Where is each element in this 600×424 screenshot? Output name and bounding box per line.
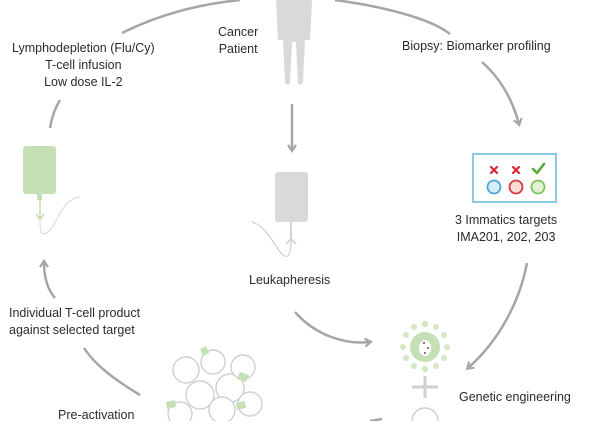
target-circle-ima203 [530,179,546,195]
infusion-line-1: Lymphodepletion (Flu/Cy) [12,41,155,55]
infusion-label: Lymphodepletion (Flu/Cy) T-cell infusion… [12,40,155,91]
arrow-targets-to-engineering [465,262,529,370]
activated-cell-cluster-icon [166,346,263,421]
arrow-biopsy-to-targets [481,61,523,127]
biopsy-label: Biopsy: Biomarker profiling [402,38,551,55]
patient-line-2: Patient [218,42,258,56]
viral-vector-icon [400,320,450,373]
t-cell-icon [411,407,439,421]
tcell-product-line-1: Individual T-cell product [9,306,141,320]
target-circle-ima201 [486,179,502,195]
biopsy-line-1: Biopsy: Biomarker profiling [402,39,551,53]
tcell-product-label: Individual T-cell product against select… [9,305,141,339]
leukapheresis-line-1: Leukapheresis [249,273,331,287]
arrow-patient-to-biopsy [334,0,451,35]
target-circle-ima202 [508,179,524,195]
plus-icon [412,376,438,398]
patient-silhouette-icon [276,0,312,85]
infusion-bag-icon [23,146,81,235]
leukapheresis-label: Leukapheresis [249,272,331,289]
cross-mark-icon [511,165,521,175]
cross-mark-icon [489,165,499,175]
leukapheresis-bag-icon [251,172,308,257]
targets-panel-icon [472,153,557,203]
arrow-infusion-down [48,99,62,129]
patient-line-1: Cancer [218,25,259,39]
tcell-product-line-2: against selected target [9,323,135,337]
infusion-line-2: T-cell infusion [45,58,122,72]
targets-line-1: 3 Immatics targets [455,213,558,227]
pre-activation-line-1: Pre-activation [58,408,135,422]
arrow-leukapheresis-to-engineering [294,311,373,348]
arrow-infusion-to-patient [121,0,241,35]
genetic-engineering-line-1: Genetic engineering [459,390,571,404]
targets-line-2: IMA201, 202, 203 [456,230,556,244]
arrow-preactivation-to-product [82,347,141,397]
patient-label: Cancer Patient [218,24,259,58]
check-mark-icon [531,162,546,175]
genetic-engineering-label: Genetic engineering [459,389,571,406]
targets-label: 3 Immatics targets IMA201, 202, 203 [455,212,558,246]
pre-activation-label: Pre-activation [58,407,135,424]
arrow-product-to-infusion [39,259,56,299]
infusion-line-3: Low dose IL-2 [44,75,123,89]
